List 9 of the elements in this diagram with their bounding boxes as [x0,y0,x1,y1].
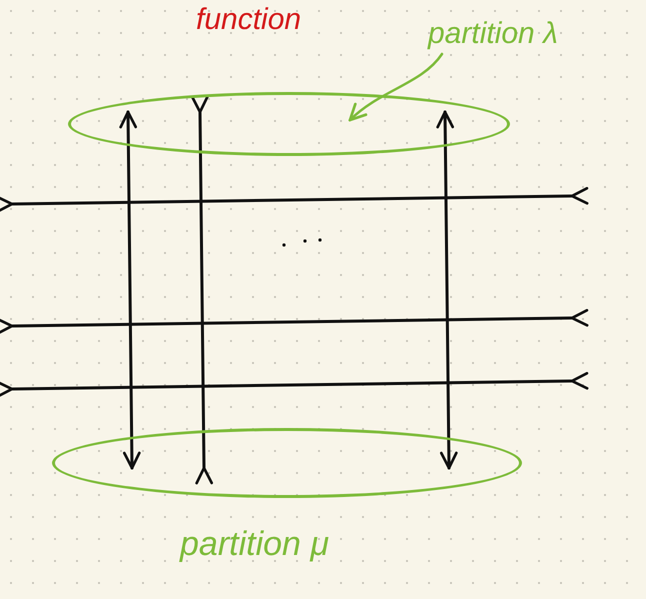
arrow [436,110,458,470]
partition-label: partition λ [428,16,559,52]
ellipse-outline [68,92,510,156]
arrow [119,110,141,470]
arrow [190,96,214,484]
heading-label: function [196,2,302,38]
leader-line [348,52,444,122]
ellipse-outline [52,428,522,498]
partition-label: partition μ [180,524,330,565]
